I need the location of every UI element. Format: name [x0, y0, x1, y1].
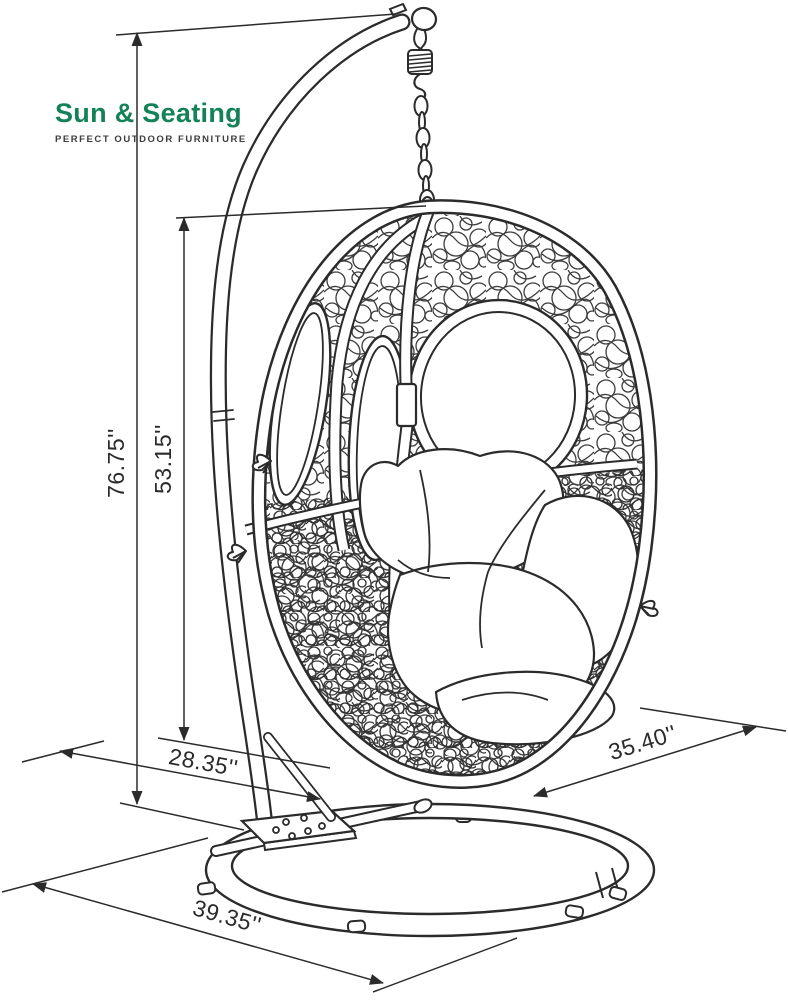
- dimension-label-overall-height: 76.75'': [103, 428, 129, 498]
- spring-coils: [408, 53, 432, 73]
- dimension-chair-depth: [533, 707, 787, 798]
- center-strut-upper-fill: [401, 210, 433, 385]
- mounting-plate: [239, 809, 357, 845]
- egg-rim-fill: [253, 201, 655, 787]
- pole-top-nub: [388, 2, 408, 17]
- dimension-line: [32, 882, 384, 985]
- plate-bolts: [272, 814, 326, 840]
- dimension-label-stand-depth: 28.35'': [167, 743, 240, 781]
- pole-brace-fill: [264, 733, 335, 821]
- tie-right: [639, 600, 659, 617]
- hanging-chain: [407, 28, 435, 214]
- dimension-base-width: [1, 837, 518, 993]
- pole-top-cap: [410, 6, 438, 32]
- strut-collar: [395, 382, 418, 428]
- extension-line: [115, 13, 397, 36]
- dimension-overall-height: [115, 13, 397, 831]
- cushion-ties: [226, 453, 659, 617]
- left-arch-fill: [330, 215, 427, 551]
- tie-lower-left: [226, 543, 247, 564]
- extension-line: [372, 937, 518, 993]
- extension-line: [119, 802, 245, 831]
- tie-upper-left: [251, 453, 272, 474]
- hanger-shackle: [413, 28, 428, 50]
- cushion-fold-lines: [397, 469, 549, 701]
- extension-line: [1, 837, 209, 893]
- stand-pole: [209, 2, 438, 835]
- extension-line: [639, 707, 787, 732]
- stand-pole-tube-fill: [212, 15, 409, 833]
- pole-joint-collar: [212, 409, 235, 422]
- chain-links: [413, 95, 435, 211]
- crossbar-end-cap: [413, 798, 433, 814]
- extension-line: [175, 205, 427, 219]
- dimension-line: [533, 725, 757, 798]
- cushion: [358, 448, 640, 746]
- dimension-label-chair-height: 53.15'': [150, 424, 176, 494]
- dimension-label-chair-depth: 35.40'': [605, 720, 679, 765]
- dimension-stand-depth: [21, 740, 321, 803]
- egg-chair: [226, 199, 659, 789]
- dimension-line: [59, 747, 321, 803]
